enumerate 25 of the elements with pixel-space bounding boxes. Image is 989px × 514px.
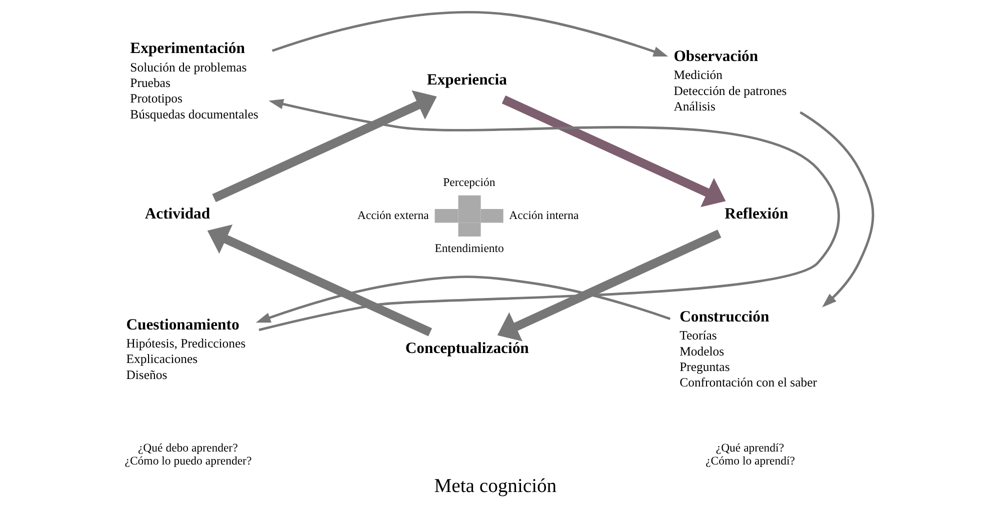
label: ¿Cómo lo puedo aprender? xyxy=(124,454,252,468)
node-text: Reflexión xyxy=(724,206,788,223)
arrow xyxy=(271,11,668,56)
label: ¿Cómo lo aprendí? xyxy=(705,454,794,468)
arrow xyxy=(206,224,432,336)
arrow xyxy=(496,230,721,342)
node-label: Acción interna xyxy=(508,208,578,222)
node-text: Experimentación Solución de problemas Pruebas Prototipos Búsquedas documentales xyxy=(130,40,258,122)
node-text: Actividad xyxy=(144,206,210,223)
arrow xyxy=(501,95,726,208)
label: ¿Qué aprendí? xyxy=(715,442,784,455)
node-text: Experiencia xyxy=(426,71,506,88)
caption: Meta cognición xyxy=(434,476,556,498)
node-label: Percepción xyxy=(442,176,495,190)
node-text: Construcción Teorías Modelos Preguntas Confrontación con el saber xyxy=(679,308,817,390)
arrow xyxy=(799,111,874,308)
arrow xyxy=(255,276,670,323)
node-text: Observación Medición Detección de patrones Análisis xyxy=(673,48,786,114)
node-text: Conceptualización xyxy=(404,340,528,357)
label: ¿Qué debo aprender? xyxy=(137,442,238,455)
arrow xyxy=(212,90,436,202)
node-label: Acción externa xyxy=(356,208,428,222)
node-text: Cuestionamiento Hipótesis, Predicciones Explicaciones Diseños xyxy=(126,316,246,382)
node-label: Entendimiento xyxy=(434,242,504,255)
arrow xyxy=(258,99,840,332)
